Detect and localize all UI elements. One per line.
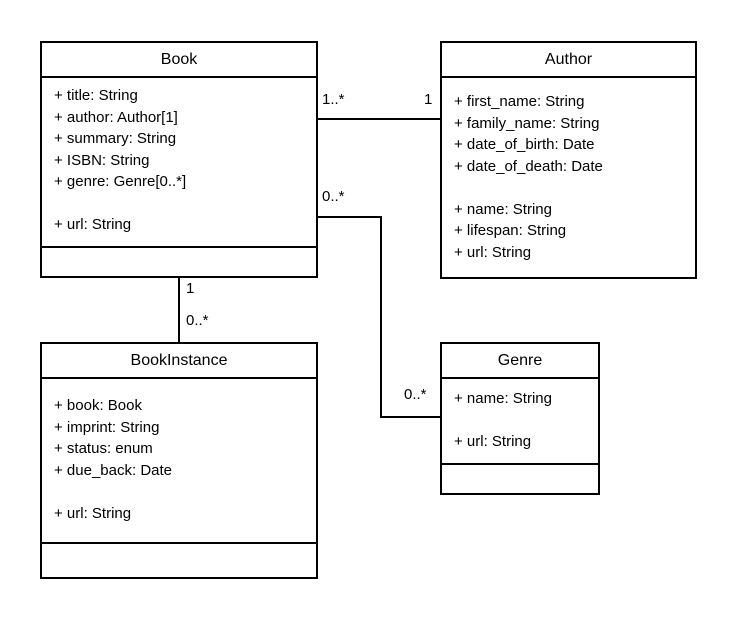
attribute-row-blank <box>54 193 316 215</box>
association-line-book-genre-segment-1 <box>318 216 382 218</box>
attribute-row-blank <box>454 177 695 199</box>
multiplicity-book-bookinstance-bookinstance-end: 0..* <box>186 312 209 329</box>
attribute-row: + imprint: String <box>54 418 160 436</box>
class-box-author: Author + first_name: String + family_nam… <box>440 41 697 279</box>
multiplicity-book-genre-book-end: 0..* <box>322 188 345 205</box>
attribute-row: + author: Author[1] <box>54 108 178 126</box>
attribute-row: + status: enum <box>54 440 153 457</box>
attribute-row: + date_of_birth: Date <box>454 136 595 153</box>
attribute-row: + genre: Genre[0..*] <box>54 173 187 190</box>
multiplicity-book-author-book-end: 1..* <box>322 91 345 108</box>
attribute-row: + ISBN: String <box>54 151 150 169</box>
association-line-book-genre-segment-3 <box>380 416 440 418</box>
class-methods-compartment-genre <box>442 463 598 493</box>
attribute-row: + book: Book <box>54 397 142 414</box>
attribute-row-blank <box>454 410 598 432</box>
class-attributes-bookinstance: + book: Book + imprint: String + status:… <box>42 379 316 542</box>
attribute-row: + summary: String <box>54 130 177 147</box>
attribute-row: + name: String <box>454 200 552 218</box>
attribute-row: + name: String <box>454 390 552 407</box>
class-box-book: Book + title: String + author: Author[1]… <box>40 41 318 278</box>
attribute-row: + title: String <box>54 87 138 104</box>
class-methods-compartment-bookinstance <box>42 542 316 577</box>
association-line-book-bookinstance <box>178 278 180 342</box>
attribute-row: + due_back: Date <box>54 461 173 479</box>
attribute-row-blank <box>54 481 316 503</box>
attribute-row: + url: String <box>454 433 532 450</box>
class-attributes-book: + title: String + author: Author[1] + su… <box>42 78 316 246</box>
multiplicity-book-bookinstance-book-end: 1 <box>186 280 195 297</box>
class-title-book: Book <box>42 43 316 78</box>
association-line-book-author <box>318 118 440 120</box>
association-line-book-genre-segment-2 <box>380 216 382 418</box>
attribute-row: + date_of_death: Date <box>454 157 603 175</box>
attribute-row: + url: String <box>454 243 532 261</box>
class-methods-compartment-book <box>42 246 316 276</box>
attribute-row: + lifespan: String <box>454 222 567 239</box>
class-title-bookinstance: BookInstance <box>42 344 316 379</box>
multiplicity-book-genre-genre-end: 0..* <box>404 386 427 403</box>
attribute-row: + first_name: String <box>454 93 585 110</box>
class-title-author: Author <box>442 43 695 78</box>
attribute-row: + url: String <box>54 504 132 522</box>
class-box-genre: Genre + name: String + url: String <box>440 342 600 495</box>
multiplicity-book-author-author-end: 1 <box>424 91 433 108</box>
class-attributes-genre: + name: String + url: String <box>442 379 598 463</box>
class-title-genre: Genre <box>442 344 598 379</box>
attribute-row: + family_name: String <box>454 114 600 132</box>
class-box-bookinstance: BookInstance + book: Book + imprint: Str… <box>40 342 318 579</box>
class-attributes-author: + first_name: String + family_name: Stri… <box>442 78 695 277</box>
attribute-row: + url: String <box>54 216 132 233</box>
